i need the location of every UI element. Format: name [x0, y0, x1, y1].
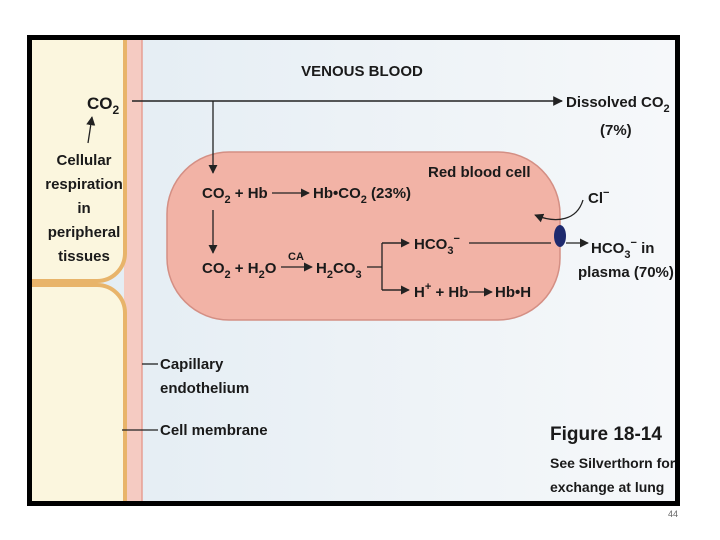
figure-note-line1: See Silverthorn for	[550, 455, 675, 471]
capillary-label-line2: endothelium	[160, 380, 249, 397]
svg-text:Cellular: Cellular	[56, 152, 111, 169]
bicarbonate-label: HCO3−	[414, 233, 460, 257]
carbonic-acid-label: H2CO3	[316, 260, 362, 281]
svg-text:tissues: tissues	[58, 248, 110, 265]
co2-label: CO2	[87, 94, 120, 117]
venous-blood-title: VENOUS BLOOD	[301, 63, 423, 80]
figure-note-line2: exchange at lung	[550, 479, 664, 495]
figure-number: Figure 18-14	[550, 424, 662, 445]
cell-membrane-label: Cell membrane	[160, 422, 268, 439]
plasma-percent: plasma (70%)	[578, 264, 674, 281]
dissolved-co2-label: Dissolved CO2	[566, 94, 670, 115]
rbc-label: Red blood cell	[428, 164, 531, 181]
dissociation-bracket	[367, 242, 408, 291]
reaction1-product: Hb•CO2 (23%)	[313, 185, 411, 206]
svg-text:in: in	[77, 200, 90, 217]
chloride-label: Cl−	[588, 187, 609, 207]
carbonic-anhydrase-label: CA	[288, 251, 304, 263]
tissue-cell-upper	[32, 40, 127, 283]
tissue-cell-lower	[32, 283, 127, 501]
capillary-wall	[124, 40, 142, 501]
reaction2-reactants: CO2 + H2O	[202, 260, 277, 281]
co2-transport-diagram: VENOUS BLOOD CO2 Cellular respiration in…	[32, 40, 675, 501]
hb-h-label: Hb•H	[495, 284, 531, 301]
reaction1-reactants: CO2 + Hb	[202, 185, 268, 206]
hydrogen-hb-label: H+ + Hb	[414, 281, 468, 301]
svg-text:respiration: respiration	[45, 176, 123, 193]
capillary-label-line1: Capillary	[160, 356, 224, 373]
figure-panel: VENOUS BLOOD CO2 Cellular respiration in…	[32, 40, 675, 501]
chloride-arrow	[534, 199, 584, 223]
plasma-bicarbonate-label: HCO3− in	[591, 237, 654, 261]
page-number: 44	[667, 509, 678, 519]
cellular-respiration-text: Cellular respiration in peripheral tissu…	[45, 152, 123, 265]
chloride-shift-transporter	[554, 225, 566, 247]
svg-text:peripheral: peripheral	[48, 224, 121, 241]
respiration-arrow	[86, 116, 96, 144]
dissolved-percent: (7%)	[600, 122, 632, 139]
